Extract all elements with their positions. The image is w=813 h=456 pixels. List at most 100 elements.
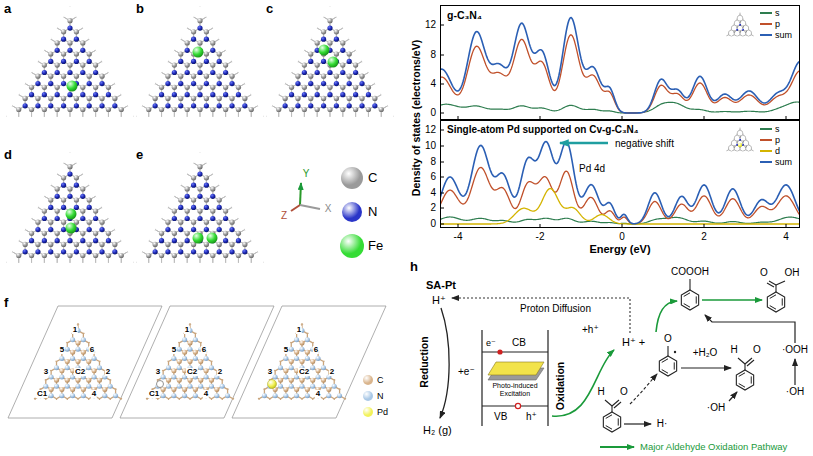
atom (161, 387, 166, 392)
atom (48, 249, 53, 254)
atom (23, 242, 28, 247)
atom (182, 387, 187, 392)
atom-number: 2 (329, 368, 335, 376)
atom (191, 227, 196, 232)
atom (197, 164, 202, 169)
bond-network (720, 120, 760, 156)
atom (372, 96, 377, 101)
atom (93, 107, 98, 112)
atom (742, 29, 744, 31)
bond (747, 360, 754, 366)
plot-frame: Single-atom Pd supported on Cv-g-C₃N₄neg… (440, 120, 800, 228)
atom (67, 164, 72, 169)
tick-label: 0 (430, 107, 436, 119)
atom (80, 186, 85, 191)
legend-text: d (775, 146, 780, 156)
atom (49, 375, 54, 380)
atom (80, 238, 85, 243)
atom-number: C1 (36, 390, 48, 398)
atom (185, 216, 190, 221)
atom (204, 220, 209, 225)
charge-label: h⁺ (526, 411, 537, 423)
atom (23, 249, 28, 254)
atom (223, 70, 228, 75)
carbon-nitride-sheet (136, 6, 264, 121)
atom (80, 194, 85, 199)
atom (193, 356, 198, 361)
atom (172, 92, 177, 97)
atom (283, 387, 288, 392)
atom (236, 92, 241, 97)
atom (321, 96, 326, 101)
atom (366, 107, 371, 112)
atom (99, 227, 104, 232)
reaction-arrow (705, 315, 795, 343)
ring-bonds (736, 370, 753, 390)
atom (99, 96, 104, 101)
atom (48, 197, 53, 202)
atom (359, 74, 364, 79)
atom (191, 220, 196, 225)
atom (61, 175, 66, 180)
atom (74, 51, 79, 56)
atom (76, 359, 81, 364)
atom (191, 103, 196, 108)
legend-line-sample (760, 23, 772, 25)
atom (191, 74, 196, 79)
atom (35, 96, 40, 101)
atom (67, 18, 72, 23)
axis-label: Y (303, 168, 310, 180)
atom (315, 70, 320, 75)
axis-title: Energy (eV) (589, 243, 650, 256)
atom-number: 6 (201, 346, 207, 354)
atom (86, 378, 91, 383)
carbon-vacancy (157, 381, 164, 388)
reaction-arrow (794, 359, 795, 385)
atom (379, 107, 384, 112)
band-label: CB (512, 337, 526, 349)
atom (736, 29, 738, 31)
atom (42, 209, 47, 214)
atom (283, 356, 288, 361)
atom (353, 70, 358, 75)
axis-label: X (325, 203, 332, 215)
atom (209, 378, 214, 383)
atom (745, 145, 747, 147)
inset-structure (720, 5, 760, 41)
atom (59, 375, 64, 380)
atom (55, 231, 60, 236)
atom (74, 29, 79, 34)
atom (81, 356, 86, 361)
atom (59, 356, 64, 361)
atom (289, 92, 294, 97)
atom (210, 194, 215, 199)
double-bond (684, 304, 690, 308)
atom (99, 81, 104, 86)
atom (178, 74, 183, 79)
atom (204, 81, 209, 86)
chemical-label: +H₂O (693, 347, 718, 359)
atom (102, 387, 107, 392)
atom (81, 350, 86, 355)
bond (689, 279, 690, 290)
atom (112, 96, 117, 101)
atom (295, 96, 300, 101)
reaction-arrow (681, 367, 731, 368)
atom (55, 107, 60, 112)
iron-atom (193, 233, 204, 244)
atom (93, 231, 98, 236)
atom (229, 96, 234, 101)
atom (102, 393, 107, 398)
atom (223, 85, 228, 90)
atom (76, 340, 81, 345)
atom (99, 242, 104, 247)
atom (321, 81, 326, 86)
tick-label: 0 (430, 218, 436, 230)
atom (55, 209, 60, 214)
atom (74, 205, 79, 210)
reaction-arrow (702, 299, 762, 301)
atom (76, 347, 81, 352)
atom (278, 378, 283, 383)
